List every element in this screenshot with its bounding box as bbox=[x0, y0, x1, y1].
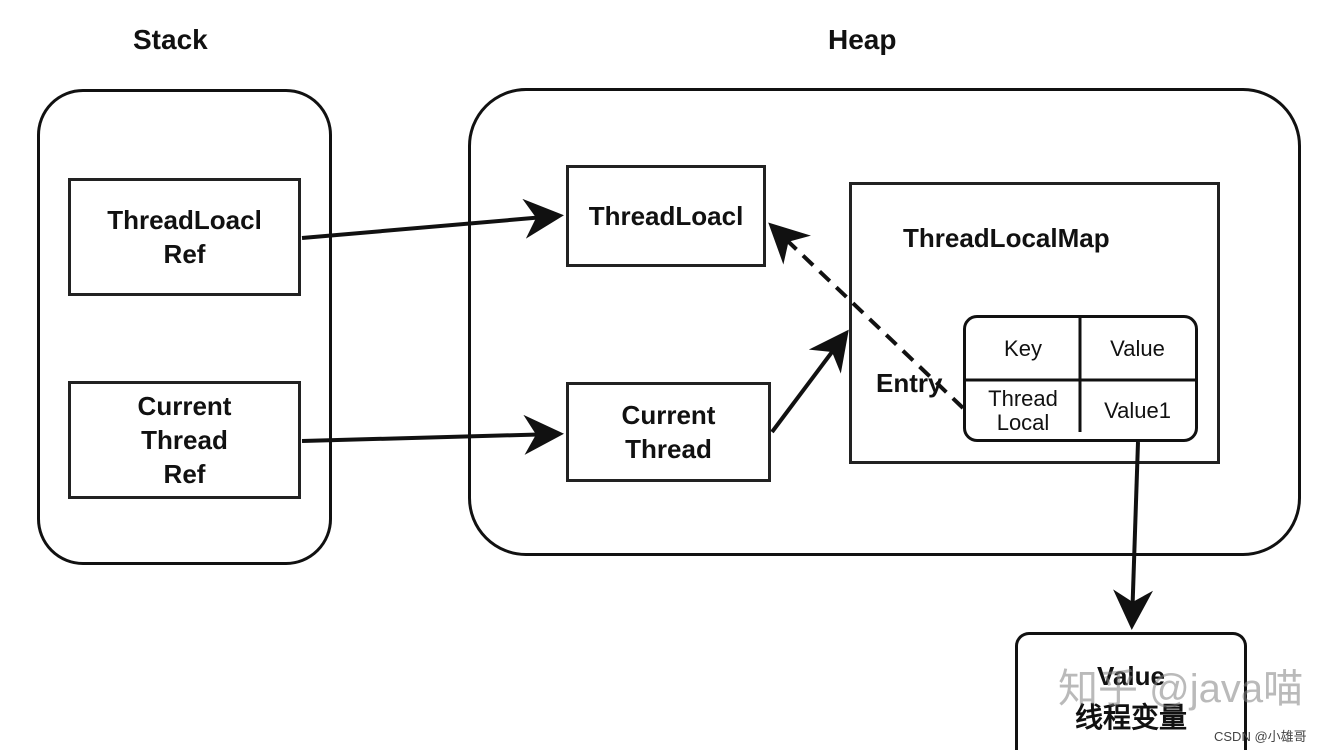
current-thread-box: Current Thread bbox=[566, 382, 771, 482]
value-object-box: Value 线程变量 bbox=[1015, 632, 1247, 750]
threadlocal-ref-box: ThreadLoacl Ref bbox=[68, 178, 301, 296]
entry-value-header: Value bbox=[1110, 336, 1165, 361]
value-object-line2: 线程变量 bbox=[1074, 702, 1187, 733]
stack-title: Stack bbox=[133, 24, 208, 55]
heap-region bbox=[468, 88, 1301, 556]
threadlocalmap-label: ThreadLocalMap bbox=[903, 223, 1110, 253]
entry-key-cell: Thread Local bbox=[988, 386, 1058, 435]
entry-key-header: Key bbox=[1004, 336, 1042, 361]
heap-title: Heap bbox=[828, 24, 897, 55]
csdn-credit: CSDN @小雄哥 bbox=[1214, 729, 1307, 744]
current-thread-ref-label: Current Thread Ref bbox=[137, 391, 232, 489]
current-thread-label: Current Thread bbox=[621, 400, 716, 464]
current-thread-ref-box: Current Thread Ref bbox=[68, 381, 301, 499]
threadlocal-box: ThreadLoacl bbox=[566, 165, 766, 267]
stack-region bbox=[37, 89, 332, 565]
entry-value-cell: Value1 bbox=[1104, 398, 1171, 423]
watermark-text: 知乎 @java喵 bbox=[1058, 667, 1304, 711]
value-object-line1: Value bbox=[1097, 661, 1165, 691]
entry-table: Key Value Thread Local Value1 bbox=[963, 315, 1198, 442]
threadlocal-label: ThreadLoacl bbox=[588, 201, 744, 231]
threadlocal-ref-label: ThreadLoacl Ref bbox=[107, 205, 262, 269]
entry-label: Entry bbox=[876, 368, 943, 398]
